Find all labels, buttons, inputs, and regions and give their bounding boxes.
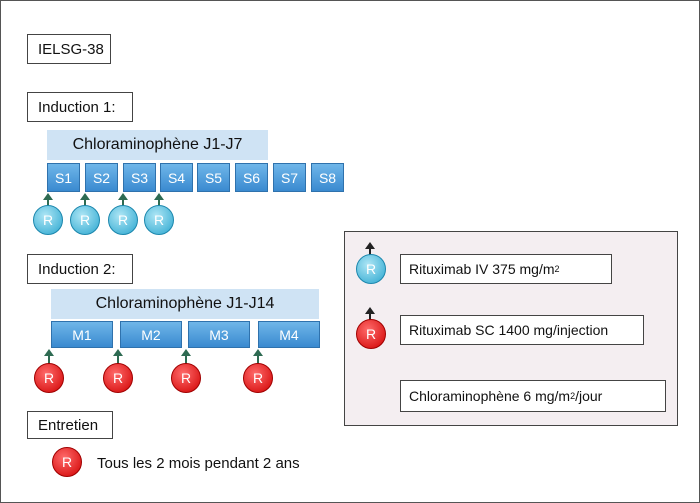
maintenance-marker: R xyxy=(52,447,82,477)
rituximab-sc-marker: R xyxy=(243,363,273,393)
induction1-cell: S7 xyxy=(273,163,306,192)
rituximab-sc-marker: R xyxy=(171,363,201,393)
induction2-cell: M2 xyxy=(120,321,182,348)
induction1-band: Chloraminophène J1-J7 xyxy=(47,130,268,160)
induction1-cell: S6 xyxy=(235,163,268,192)
arrow-up-icon xyxy=(253,349,263,364)
induction1-cell: S5 xyxy=(197,163,230,192)
induction1-cell: S3 xyxy=(123,163,156,192)
induction1-cell: S8 xyxy=(311,163,344,192)
arrow-up-icon xyxy=(113,349,123,364)
arrow-up-icon xyxy=(43,193,53,207)
maintenance-text: Tous les 2 mois pendant 2 ans xyxy=(97,455,300,472)
induction2-label: Induction 2: xyxy=(38,260,116,278)
induction1-band-text: Chloraminophène J1-J7 xyxy=(72,136,243,153)
rituximab-sc-marker: R xyxy=(103,363,133,393)
induction2-label-box: Induction 2: xyxy=(27,254,133,284)
arrow-up-icon xyxy=(44,349,54,364)
rituximab-iv-marker: R xyxy=(144,205,174,235)
maintenance-label-box: Entretien xyxy=(27,411,113,439)
induction1-label: Induction 1: xyxy=(38,98,116,116)
induction2-cell: M1 xyxy=(51,321,113,348)
induction1-cell: S4 xyxy=(160,163,193,192)
induction1-cell: S2 xyxy=(85,163,118,192)
trial-name-box: IELSG-38 xyxy=(27,34,111,64)
maintenance-label: Entretien xyxy=(38,416,99,434)
arrow-up-icon xyxy=(181,349,191,364)
induction1-cell: S1 xyxy=(47,163,80,192)
induction2-cell: M4 xyxy=(258,321,320,348)
induction2-cell: M3 xyxy=(188,321,250,348)
arrow-up-icon xyxy=(365,242,375,256)
rituximab-sc-marker: R xyxy=(34,363,64,393)
arrow-up-icon xyxy=(365,307,375,321)
legend-iv-marker: R xyxy=(356,254,386,284)
rituximab-iv-marker: R xyxy=(33,205,63,235)
rituximab-iv-marker: R xyxy=(70,205,100,235)
arrow-up-icon xyxy=(80,193,90,207)
legend-sc-marker: R xyxy=(356,319,386,349)
legend-sc-text: Rituximab SC 1400 mg/injection xyxy=(400,315,644,345)
induction1-label-box: Induction 1: xyxy=(27,92,133,122)
arrow-up-icon xyxy=(118,193,128,207)
induction2-band: Chloraminophène J1-J14 xyxy=(51,289,319,319)
arrow-up-icon xyxy=(154,193,164,207)
trial-name: IELSG-38 xyxy=(38,40,104,58)
induction2-band-text: Chloraminophène J1-J14 xyxy=(95,295,275,312)
rituximab-iv-marker: R xyxy=(108,205,138,235)
